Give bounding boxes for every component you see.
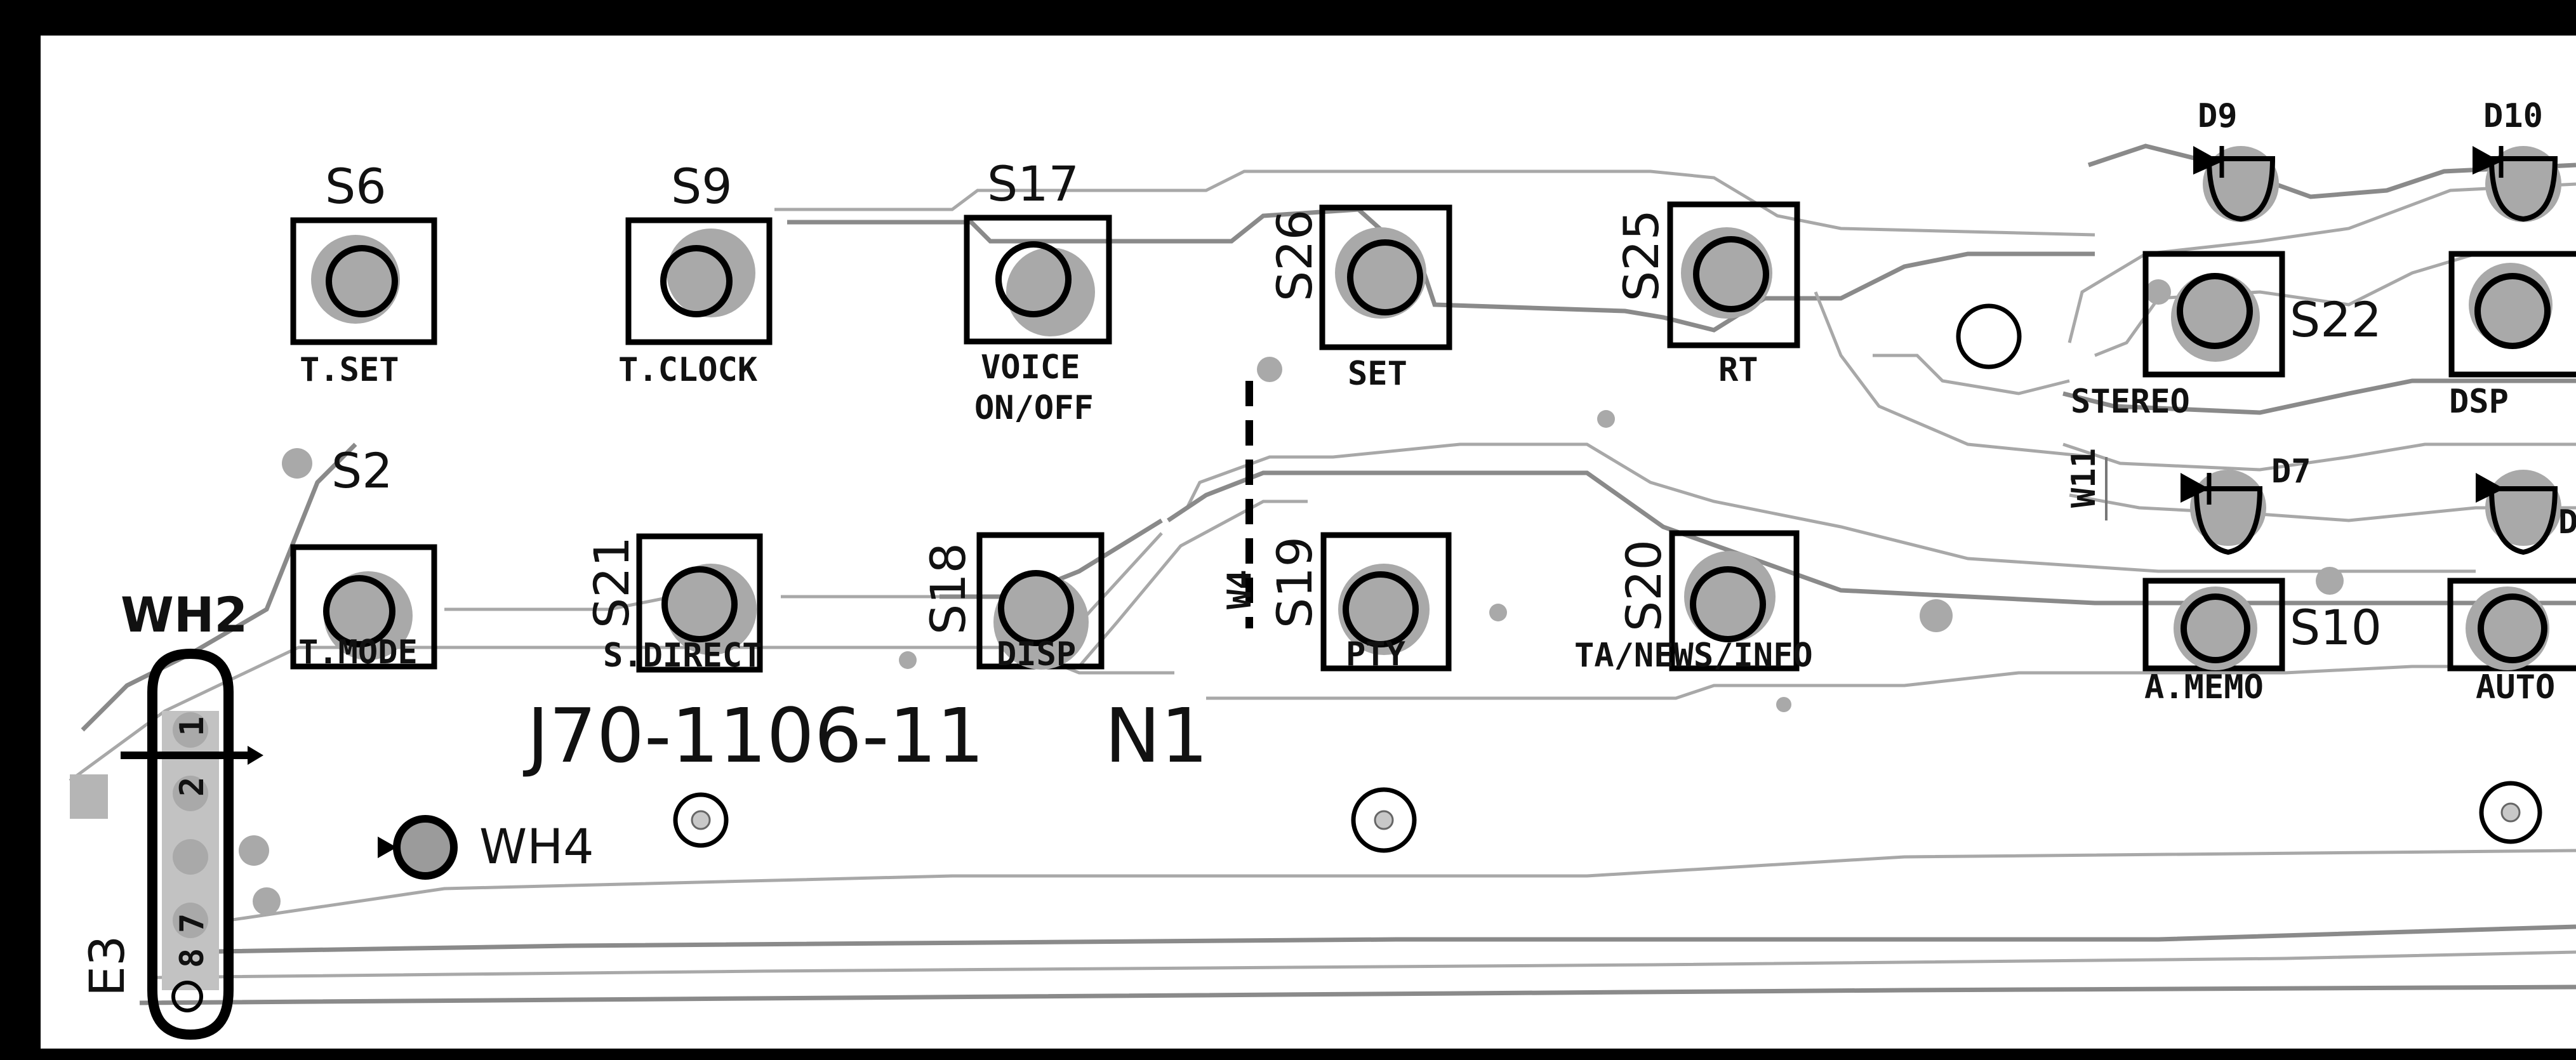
wire-w4-jumper: W4	[1221, 381, 1259, 628]
switch-auto-label: AUTO	[2476, 668, 2555, 706]
switch-s19-label: PTY	[1346, 635, 1406, 673]
switch-s6-ref: S6	[325, 158, 387, 215]
switch-s18-ref: S18	[920, 543, 976, 635]
switch-s26-ref: S26	[1266, 209, 1323, 301]
switch-s25-label: RT	[1718, 351, 1758, 389]
switch-s21-ref: S21	[583, 536, 640, 628]
wire-wh4: WH4	[378, 815, 594, 880]
connector-pin-8: 8	[173, 948, 211, 968]
switch-s17-label-line2: ON/OFF	[974, 389, 1094, 427]
switch-s21-label: S.DIRECT	[603, 637, 762, 675]
board-edge-top	[0, 0, 2576, 36]
switch-dsp-partial: DSP	[2448, 251, 2576, 421]
switch-s20-label: TA/NEWS/INFO	[1574, 637, 1813, 675]
led-d9: D9	[2193, 97, 2279, 222]
switch-s20-ref: S20	[1616, 540, 1672, 632]
switch-s10-label: A.MEMO	[2144, 668, 2264, 706]
side-pads	[70, 774, 281, 915]
switch-s17-ref: S17	[987, 156, 1079, 212]
led-d10-ref: D10	[2483, 97, 2543, 135]
switch-s22-label: STEREO	[2071, 383, 2190, 421]
switch-s2-label: T.MODE	[298, 633, 418, 672]
switch-s26: S26 SET	[1266, 204, 1452, 393]
switch-s21: S21 S.DIRECT	[583, 533, 763, 675]
led-partial-ref: D	[2558, 503, 2576, 541]
switch-s9-ref: S9	[671, 158, 733, 215]
connector-pin-7: 7	[173, 913, 211, 933]
wire-w11-label: W11	[2065, 448, 2103, 508]
led-d7: D7	[2181, 453, 2311, 555]
connector-pin-2: 2	[173, 777, 211, 797]
switch-s17: S17 VOICE ON/OFF	[964, 156, 1112, 427]
switch-s26-label: SET	[1348, 355, 1407, 393]
switch-s19-ref: S19	[1266, 536, 1323, 628]
switch-s20: S20 TA/NEWS/INFO	[1574, 530, 1813, 675]
board-edge-left	[0, 0, 41, 1060]
switch-s10-ref: S10	[2290, 599, 2382, 656]
switch-s2: S2 T.MODE	[290, 442, 437, 672]
switch-s9: S9 T.CLOCK	[618, 158, 773, 389]
led-d9-ref: D9	[2198, 97, 2238, 135]
switch-s6-label: T.SET	[300, 351, 399, 389]
switch-s2-ref: S2	[331, 442, 393, 499]
switch-s18-label: DISP	[997, 635, 1076, 673]
wire-wh2-label: WH2	[121, 586, 248, 643]
switch-s19: S19 PTY	[1266, 532, 1452, 673]
switch-auto-partial: AUTO	[2447, 578, 2576, 706]
board-revision: N1	[1105, 692, 1208, 779]
mounting-holes	[673, 303, 2542, 853]
wire-wh4-label: WH4	[479, 818, 594, 875]
switch-s6: S6 T.SET	[290, 158, 437, 389]
switch-s9-label: T.CLOCK	[618, 351, 758, 389]
switch-s22: S22 STEREO	[2071, 251, 2382, 421]
connector-wh2: WH2 1 2 7 8 E3	[79, 586, 263, 1040]
board-part-number: J70-1106-11	[522, 692, 985, 779]
led-partial-right: D	[2476, 470, 2576, 555]
connector-pin-1: 1	[173, 717, 211, 736]
via-pads	[282, 279, 2344, 712]
switch-dsp-label: DSP	[2449, 383, 2509, 421]
switch-s17-label-line1: VOICE	[981, 348, 1080, 387]
led-d10: D10	[2473, 97, 2561, 222]
switch-s10: S10 A.MEMO	[2142, 578, 2382, 706]
switch-s25: S25 RT	[1613, 201, 1800, 389]
board-edge-bottom	[0, 1049, 2576, 1060]
switch-s25-ref: S25	[1613, 209, 1670, 301]
wire-w4-label: W4	[1221, 569, 1259, 609]
switch-s18: S18 DISP	[920, 532, 1105, 673]
connector-e3-label: E3	[79, 936, 135, 997]
led-d7-ref: D7	[2271, 453, 2311, 491]
switch-s22-ref: S22	[2290, 291, 2382, 348]
